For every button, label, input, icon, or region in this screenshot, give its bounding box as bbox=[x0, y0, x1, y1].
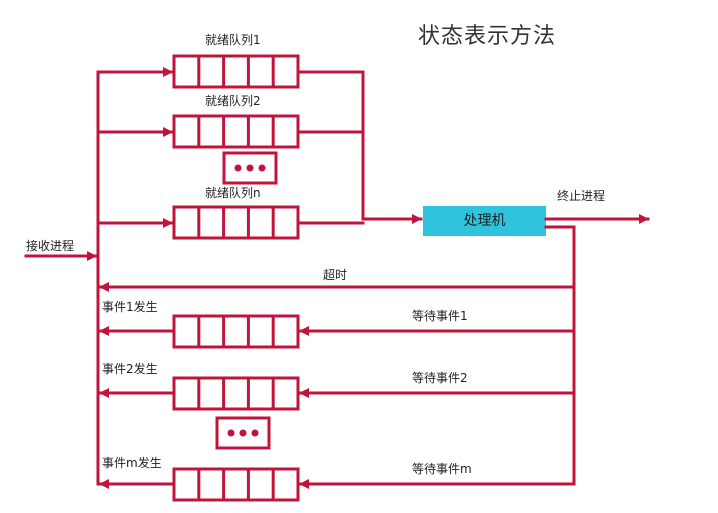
receive-process-label: 接收进程 bbox=[26, 239, 75, 253]
ready-queue-n bbox=[172, 205, 300, 240]
diagram-title: 状态表示方法 bbox=[418, 24, 557, 49]
terminate-label: 终止进程 bbox=[557, 189, 606, 203]
ready-queue-1-label: 就绪队列1 bbox=[205, 33, 261, 47]
wait-event-2-label: 等待事件2 bbox=[412, 371, 468, 385]
ready-queue-2-label: 就绪队列2 bbox=[205, 94, 261, 108]
ready-queue-1 bbox=[172, 54, 300, 89]
ready-ellipsis-icon bbox=[222, 151, 278, 185]
ready-queue-n-label: 就绪队列n bbox=[205, 186, 261, 200]
blocked-ellipsis-icon bbox=[215, 416, 271, 450]
processor-box bbox=[423, 206, 546, 236]
blocked-queue-1 bbox=[172, 314, 300, 349]
event-m-occur-label: 事件m发生 bbox=[102, 456, 162, 470]
blocked-queue-2 bbox=[172, 376, 300, 411]
processor-label: 处理机 bbox=[463, 213, 506, 229]
event-1-occur-label: 事件1发生 bbox=[102, 300, 158, 314]
timeout-label: 超时 bbox=[323, 268, 348, 282]
wait-event-1-label: 等待事件1 bbox=[412, 309, 468, 323]
ready-queue-2 bbox=[172, 114, 300, 149]
event-2-occur-label: 事件2发生 bbox=[102, 362, 158, 376]
wait-event-m-label: 等待事件m bbox=[412, 462, 472, 476]
blocked-queue-m bbox=[172, 467, 300, 502]
